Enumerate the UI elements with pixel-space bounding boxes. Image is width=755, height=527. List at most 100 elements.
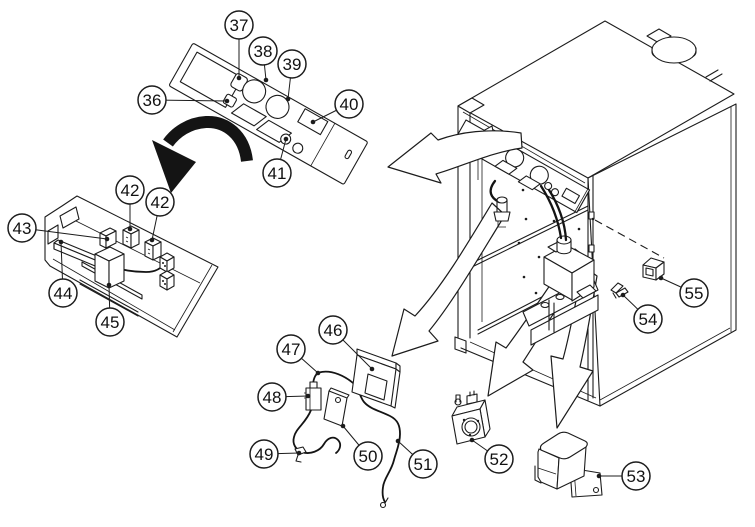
flow-arrow-to-board <box>391 202 506 357</box>
callout-dot-51 <box>395 438 401 444</box>
callout-circle-37 <box>224 10 254 40</box>
callout-dot-39 <box>285 96 291 102</box>
callout-circle-46 <box>318 315 348 345</box>
callout-dot-45 <box>106 282 112 288</box>
sensor-48 <box>304 381 322 411</box>
callout-number-40: 40 <box>340 95 359 114</box>
callout-circle-54 <box>633 304 663 334</box>
display-window <box>179 51 243 108</box>
callout-number-46: 46 <box>324 321 343 340</box>
callout-circle-47 <box>276 334 306 364</box>
callout-dot-44 <box>58 239 64 245</box>
callout-circle-38 <box>248 36 278 66</box>
knob-38 <box>242 79 267 104</box>
callout-number-44: 44 <box>54 284 73 303</box>
callout-dot-52 <box>469 437 475 443</box>
wire-51-connector <box>379 497 389 509</box>
callout-dot-53 <box>596 473 602 479</box>
igniter <box>493 196 511 228</box>
panel-flip-arrow <box>152 116 253 193</box>
callout-dot-40 <box>310 119 316 125</box>
callout-circle-44 <box>48 278 78 308</box>
side-bracket <box>576 284 597 299</box>
callout-circle-50 <box>353 441 383 471</box>
dashed-alignment-line <box>594 219 665 259</box>
callout-number-41: 41 <box>268 164 287 183</box>
callout-circle-40 <box>334 89 364 119</box>
callout-dot-46 <box>369 366 375 372</box>
relay-42a <box>122 225 140 249</box>
harness-group <box>292 348 401 509</box>
flow-arrow-to-panel <box>387 130 523 184</box>
callout-number-37: 37 <box>230 16 249 35</box>
callouts-layer: 36 37 38 39 40 41 42 42 43 44 45 46 47 48 49 50 51 52 53 54… <box>7 10 709 491</box>
furnace-cabinet <box>452 20 737 407</box>
callout-circle-48 <box>257 382 287 412</box>
valve-knob <box>556 235 572 255</box>
indicator-light-41b <box>292 142 304 154</box>
callout-number-36: 36 <box>143 91 162 110</box>
sensor-50 <box>323 387 350 427</box>
callout-dot-38 <box>263 77 269 83</box>
callout-number-52: 52 <box>490 450 509 469</box>
callout-circle-55 <box>679 278 709 308</box>
callout-number-48: 48 <box>263 388 282 407</box>
callout-number-47: 47 <box>282 340 301 359</box>
callout-number-49: 49 <box>255 445 274 464</box>
detached-control-panel <box>169 43 368 185</box>
bracket-43 <box>99 227 117 249</box>
callout-dot-37 <box>236 75 242 81</box>
callout-dot-36 <box>224 98 230 104</box>
callout-number-42: 42 <box>151 193 170 212</box>
door-switch-55 <box>642 257 665 281</box>
transformer-53 <box>534 431 603 498</box>
callout-dot-47 <box>315 370 321 376</box>
callout-circle-42 <box>115 175 145 205</box>
callout-dot-41 <box>283 136 289 142</box>
callout-dot-49 <box>296 450 302 456</box>
callout-number-51: 51 <box>414 455 433 474</box>
knob-39 <box>265 94 290 119</box>
transformer-45 <box>94 246 125 289</box>
callout-circle-45 <box>95 307 125 337</box>
gas-valve-assembly <box>522 235 599 346</box>
relay-small-a <box>159 252 175 273</box>
callout-circle-41 <box>262 158 292 188</box>
junction-box <box>44 195 219 338</box>
callout-number-45: 45 <box>101 313 120 332</box>
wire-47 <box>312 370 401 503</box>
relay-small-b <box>159 270 175 291</box>
callout-number-43: 43 <box>13 219 32 238</box>
callout-dot-50 <box>340 423 346 429</box>
callout-dot-42 <box>127 226 133 232</box>
callout-dot-48 <box>305 393 311 399</box>
clip-36 <box>222 93 237 108</box>
callout-circle-52 <box>484 444 514 474</box>
callout-dot-54 <box>620 292 626 298</box>
callout-circle-36 <box>137 85 167 115</box>
callout-number-50: 50 <box>359 447 378 466</box>
callout-number-39: 39 <box>283 55 302 74</box>
resistor-44 <box>53 239 105 269</box>
callout-circle-49 <box>249 439 279 469</box>
callout-dot-43 <box>104 236 110 242</box>
flue-collar <box>646 28 723 82</box>
callout-dot-42 <box>149 237 155 243</box>
callout-circle-42 <box>145 187 175 217</box>
callout-number-42: 42 <box>121 181 140 200</box>
callout-number-38: 38 <box>254 42 273 61</box>
callout-circle-53 <box>621 461 651 491</box>
cabinet-side-panel <box>587 103 737 407</box>
pressure-switch-52 <box>451 390 491 445</box>
callout-number-54: 54 <box>639 310 658 329</box>
callout-dot-55 <box>658 275 664 281</box>
callout-circle-43 <box>7 213 37 243</box>
callout-circle-51 <box>408 449 438 479</box>
clip-54 <box>610 282 629 299</box>
circuit-board-46 <box>351 348 401 409</box>
callout-circle-39 <box>277 49 307 79</box>
callout-number-55: 55 <box>685 284 704 303</box>
callout-number-53: 53 <box>627 467 646 486</box>
